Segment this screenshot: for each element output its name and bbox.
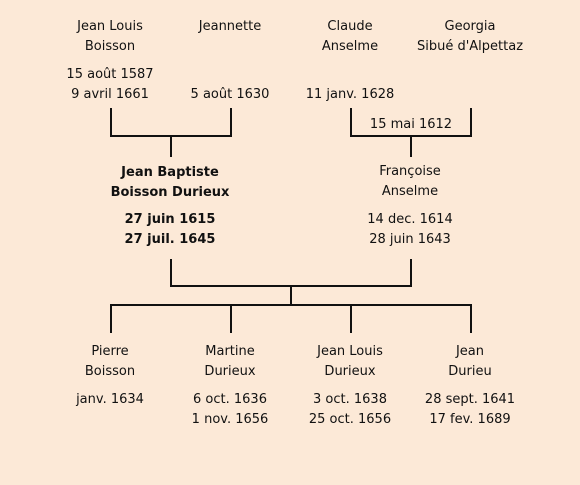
person-name: Pierre <box>91 344 129 359</box>
person-date: 1 nov. 1656 <box>191 412 269 427</box>
person-name: Jean Louis <box>77 19 143 34</box>
person-date: 28 sept. 1641 <box>424 392 516 407</box>
person-date: 11 janv. 1628 <box>305 87 395 102</box>
person-date: janv. 1634 <box>76 392 144 407</box>
person-date: 14 dec. 1614 <box>367 212 453 227</box>
person-surname: Boisson Durieux <box>110 185 230 200</box>
person-date: 27 juil. 1645 <box>124 232 216 247</box>
person-name: Claude <box>327 19 373 34</box>
person-date: 6 oct. 1636 <box>193 392 267 407</box>
person-surname: Boisson <box>84 39 136 54</box>
person-date: 17 fev. 1689 <box>429 412 511 427</box>
person-surname: Anselme <box>321 39 379 54</box>
person-date: 27 juin 1615 <box>124 212 216 227</box>
person-date: 5 août 1630 <box>190 87 270 102</box>
person-date: 3 oct. 1638 <box>313 392 387 407</box>
person-surname: Durieux <box>204 364 256 379</box>
person-surname: Sibué d'Alpettaz <box>416 39 524 54</box>
person-name: Jean Louis <box>317 344 383 359</box>
person-name: Françoise <box>379 164 441 179</box>
person-name: Martine <box>205 344 255 359</box>
person-name: Jean <box>455 344 485 359</box>
person-name: Jeannette <box>198 19 262 34</box>
person-date: 15 août 1587 <box>66 67 154 82</box>
person-surname: Durieu <box>448 364 492 379</box>
person-name: Jean Baptiste <box>121 165 219 180</box>
marriage-date: 15 mai 1612 <box>369 117 453 132</box>
person-date: 28 juin 1643 <box>369 232 451 247</box>
person-date: 9 avril 1661 <box>71 87 149 102</box>
person-surname: Boisson <box>84 364 136 379</box>
person-name: Georgia <box>444 19 496 34</box>
person-surname: Durieux <box>324 364 376 379</box>
person-surname: Anselme <box>381 184 439 199</box>
person-date: 25 oct. 1656 <box>308 412 392 427</box>
